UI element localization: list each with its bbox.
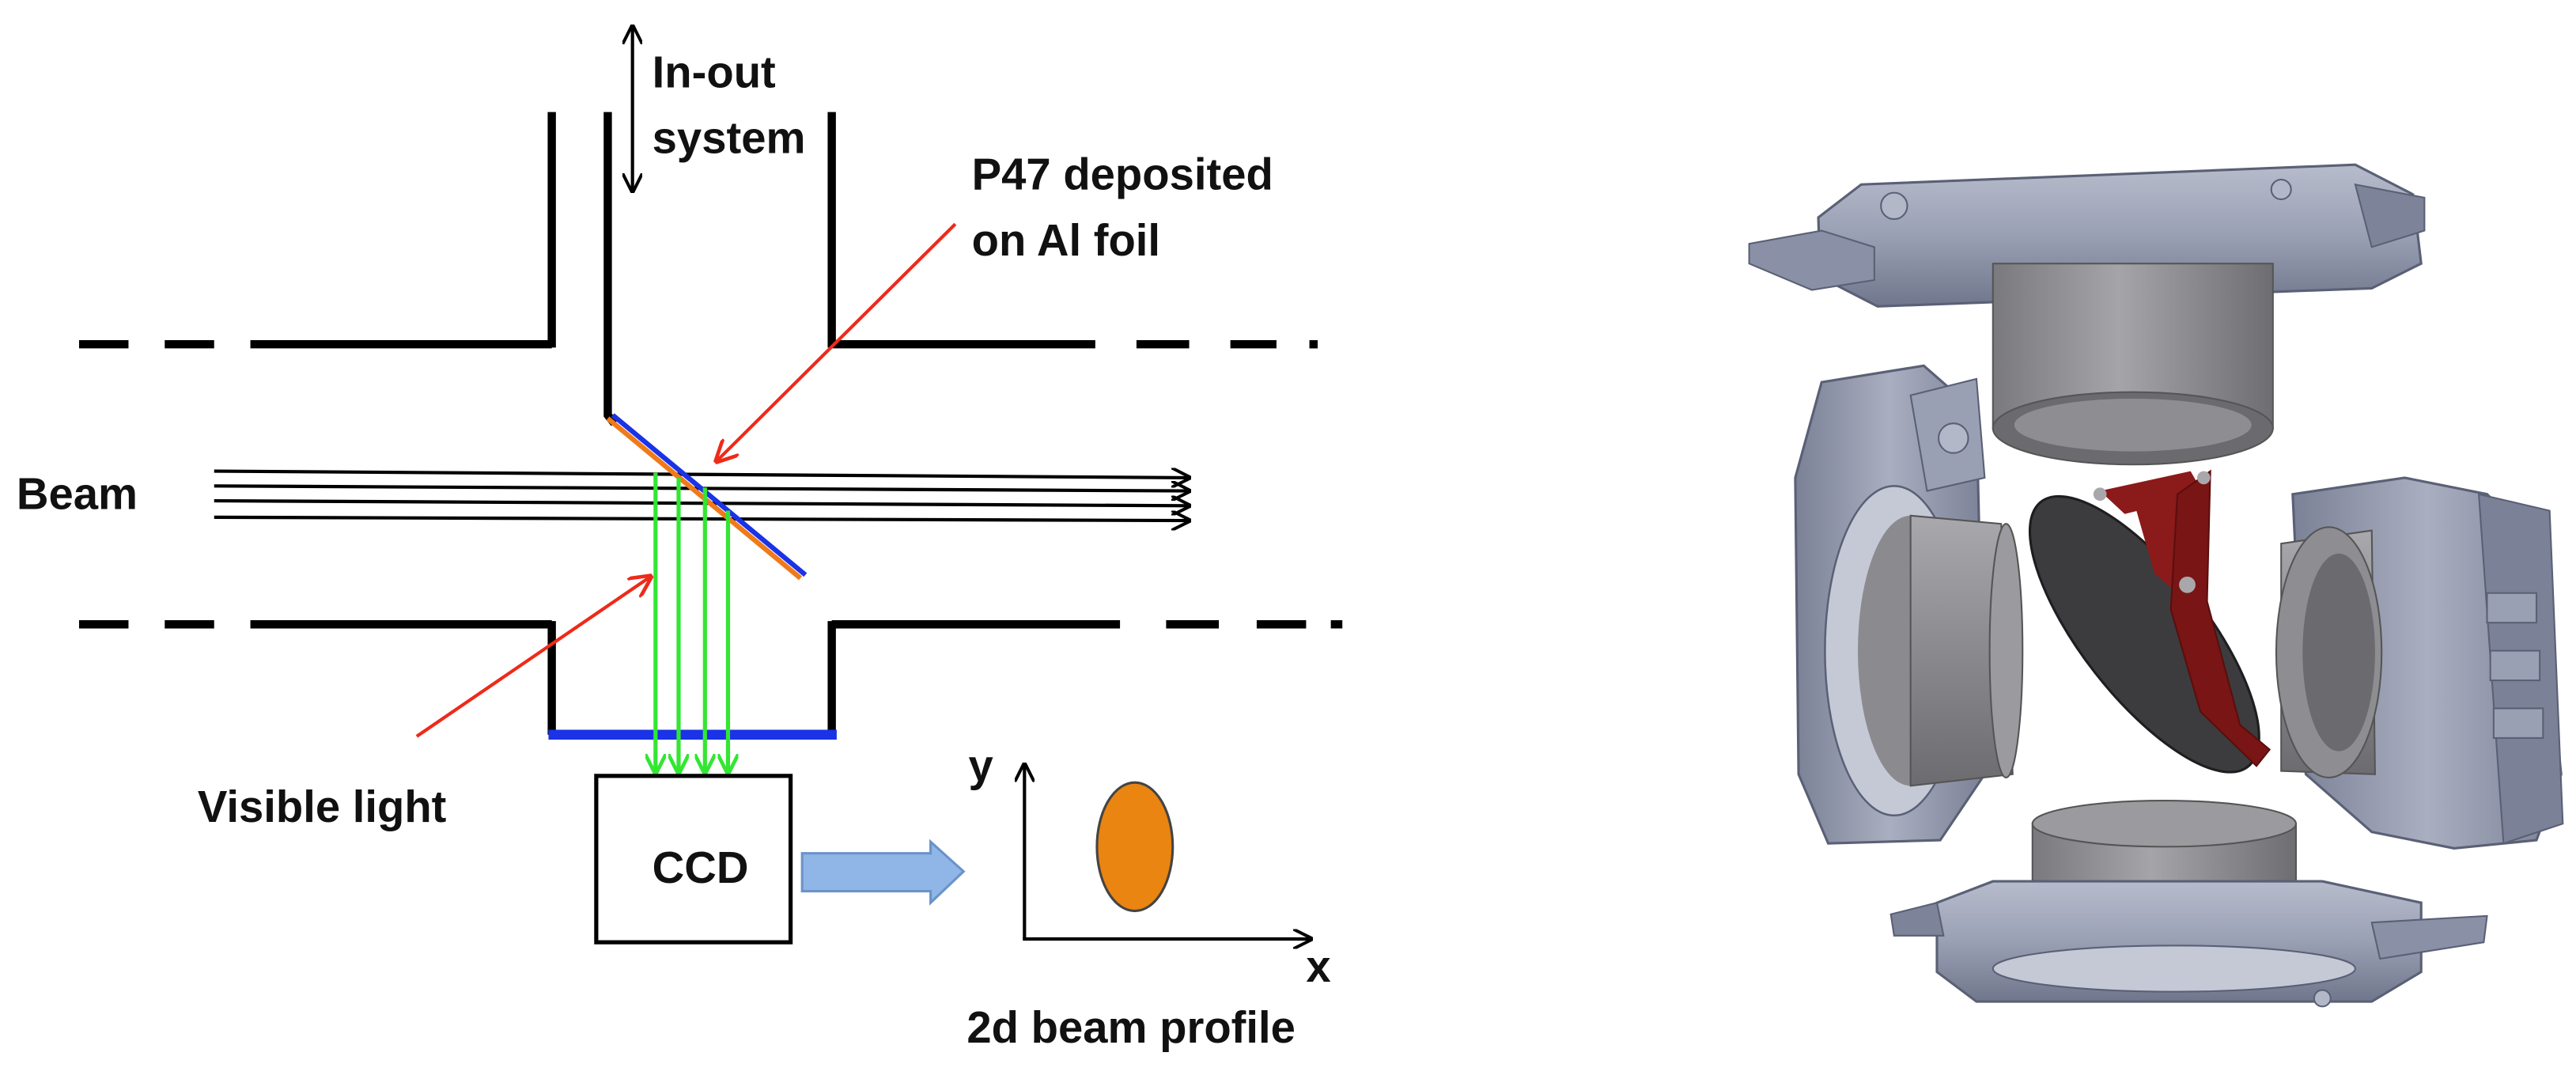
in-out-label: In-out	[653, 47, 776, 97]
beam-lines	[214, 471, 1190, 521]
beam-spot	[1095, 781, 1175, 913]
ccd-box	[594, 774, 793, 945]
visible-light-rays	[656, 472, 728, 773]
visible-light-label: Visible light	[198, 782, 447, 831]
top-flange	[1748, 163, 2426, 466]
right-flange	[2275, 476, 2564, 850]
bottom-flange	[1889, 800, 2488, 1008]
beam-label: Beam	[17, 468, 138, 518]
lower-port	[547, 621, 836, 735]
visible-light-pointer-arrow	[415, 577, 651, 738]
in-out-label-line2: system	[653, 113, 806, 163]
profile-axes	[1023, 764, 1311, 939]
phosphor-label: P47 deposited	[972, 149, 1273, 199]
ccd-label: CCD	[653, 842, 749, 892]
left-flange	[1794, 364, 2024, 845]
phosphor-label-line2: on Al foil	[972, 215, 1160, 265]
cad-rendering	[1748, 163, 2564, 1008]
axis-y-label: y	[969, 740, 993, 790]
output-arrow	[800, 839, 966, 906]
axis-x-label: x	[1306, 941, 1330, 991]
profile-label: 2d beam profile	[966, 1002, 1295, 1052]
schematic-diagram: In-out system Beam P47 deposited on Al f…	[17, 26, 1343, 1052]
screen-with-support	[2028, 469, 2271, 774]
phosphor-pointer-arrow	[717, 222, 957, 461]
